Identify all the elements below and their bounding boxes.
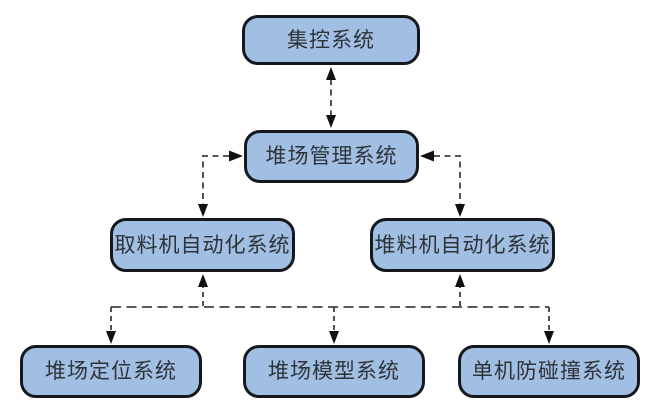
- node-yard-positioning-system: 堆场定位系统: [20, 345, 202, 398]
- node-label: 堆场定位系统: [45, 359, 177, 383]
- arrowhead-up-icon: [455, 274, 465, 287]
- arrowhead-right-icon: [229, 150, 243, 162]
- arrowhead-down-icon: [329, 331, 339, 344]
- arrowhead-down-icon: [326, 115, 336, 128]
- node-reclaimer-automation-system: 取料机自动化系统: [110, 218, 295, 272]
- edge-bus-model: [329, 307, 339, 344]
- arrowhead-left-icon: [420, 150, 434, 162]
- arrowhead-up-icon: [326, 67, 336, 80]
- node-label: 取料机自动化系统: [114, 232, 291, 257]
- node-stacker-automation-system: 堆料机自动化系统: [370, 218, 555, 272]
- node-anti-collision-system: 单机防碰撞系统: [458, 345, 640, 398]
- arrowhead-down-icon: [106, 331, 116, 344]
- node-label: 单机防碰撞系统: [472, 359, 626, 383]
- edge-bus-reclaimer: [198, 274, 208, 306]
- node-central-control-system: 集控系统: [242, 15, 420, 65]
- node-yard-model-system: 堆场模型系统: [243, 345, 425, 398]
- arrowhead-down-icon: [198, 204, 208, 217]
- edge-bus-stacker: [455, 274, 465, 306]
- node-label: 集控系统: [287, 27, 375, 52]
- edge-yardmgmt-stacker: [420, 150, 465, 217]
- node-label: 堆料机自动化系统: [374, 232, 551, 257]
- node-yard-management-system: 堆场管理系统: [244, 130, 419, 183]
- arrowhead-down-icon: [455, 204, 465, 217]
- edge-bus-collision: [544, 307, 554, 344]
- edge-bus-positioning: [106, 307, 116, 344]
- arrowhead-down-icon: [544, 331, 554, 344]
- node-label: 堆场管理系统: [265, 144, 398, 168]
- edge-central-yardmgmt: [326, 67, 336, 128]
- edge-yardmgmt-reclaimer: [198, 150, 243, 217]
- node-label: 堆场模型系统: [268, 359, 400, 383]
- arrowhead-up-icon: [198, 274, 208, 287]
